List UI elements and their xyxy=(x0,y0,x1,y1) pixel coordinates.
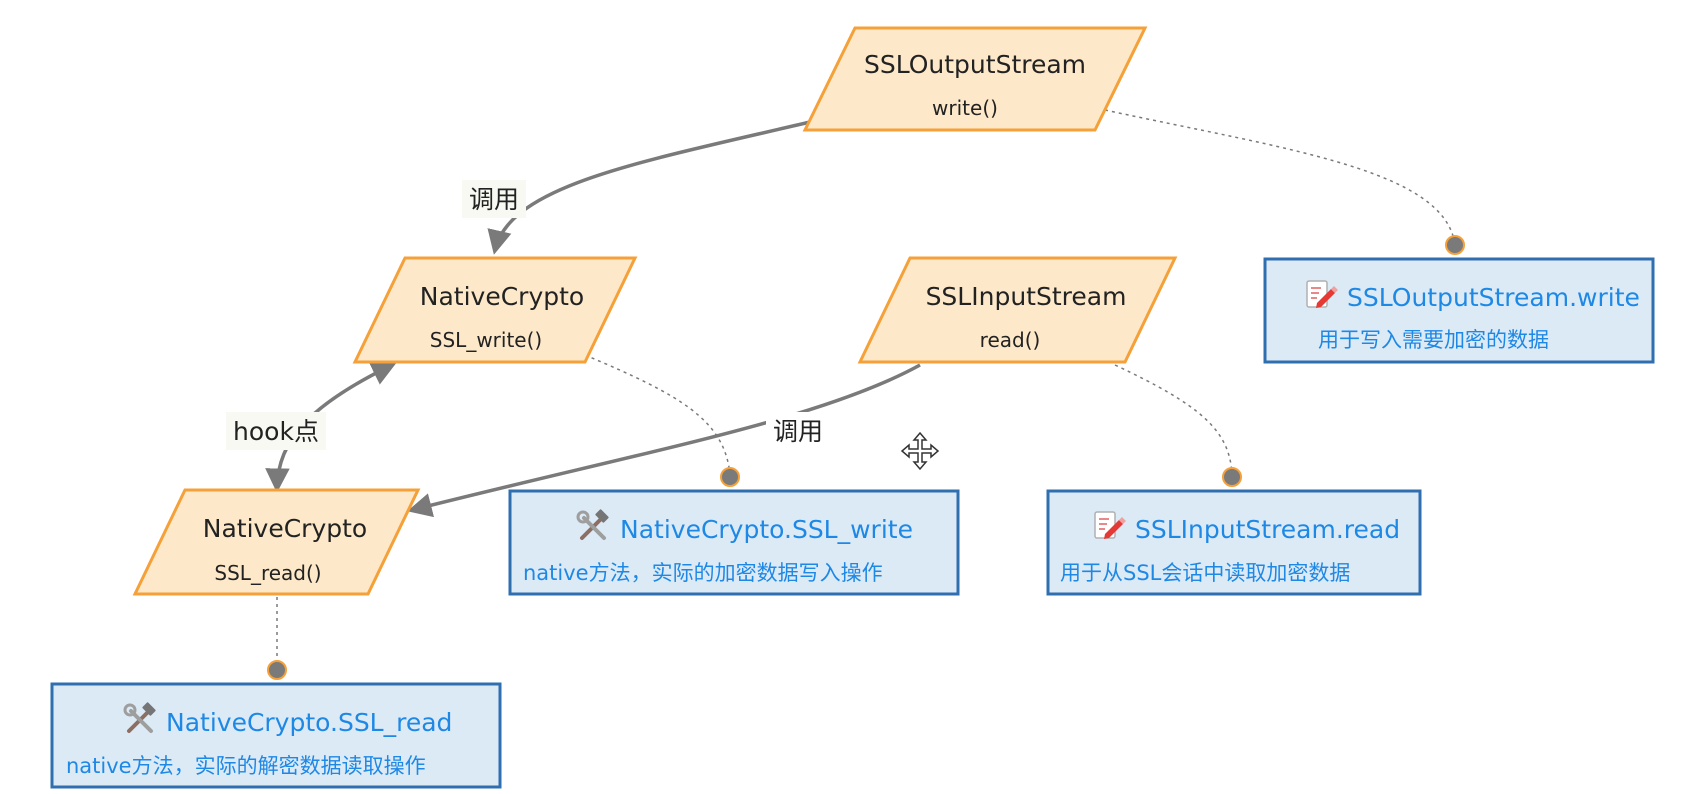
node-title: SSLOutputStream xyxy=(864,50,1086,79)
note-ssl-input-read[interactable]: SSLInputStream.read 用于从SSL会话中读取加密数据 xyxy=(1046,489,1422,596)
connector-dot xyxy=(720,467,740,487)
note-title: SSLInputStream.read xyxy=(1135,515,1400,544)
node-method: SSL_read() xyxy=(214,561,321,585)
connector-dot xyxy=(1222,467,1242,487)
note-native-ssl-read[interactable]: NativeCrypto.SSL_read native方法，实际的解密数据读取… xyxy=(50,682,502,789)
node-native-crypto-read[interactable]: NativeCrypto SSL_read() xyxy=(132,488,421,596)
hammer-wrench-icon xyxy=(123,702,156,733)
node-native-crypto-write[interactable]: NativeCrypto SSL_write() xyxy=(352,256,638,364)
note-desc: 用于从SSL会话中读取加密数据 xyxy=(1060,561,1350,585)
node-method: read() xyxy=(980,328,1041,352)
node-title: SSLInputStream xyxy=(926,282,1127,311)
node-ssl-input-stream[interactable]: SSLInputStream read() xyxy=(857,256,1178,364)
edge-input-to-read xyxy=(407,363,921,518)
move-cursor-icon xyxy=(900,431,940,471)
note-desc: native方法，实际的加密数据写入操作 xyxy=(523,561,883,585)
edge-label-bg xyxy=(226,412,326,450)
note-title: SSLOutputStream.write xyxy=(1347,283,1640,312)
edge-output-to-write xyxy=(487,120,811,255)
note-desc: native方法，实际的解密数据读取操作 xyxy=(66,754,426,778)
edge-label-hook-point: hook点 xyxy=(233,417,319,446)
note-desc: 用于写入需要加密的数据 xyxy=(1318,328,1549,352)
edge-labels: 调用 hook点 调用 xyxy=(226,180,830,450)
edge-label-bg xyxy=(462,180,526,218)
connector-dot xyxy=(1445,235,1465,255)
note-ssl-output-write[interactable]: SSLOutputStream.write 用于写入需要加密的数据 xyxy=(1263,257,1655,364)
edge-label-call-input: 调用 xyxy=(773,417,823,446)
note-native-ssl-write[interactable]: NativeCrypto.SSL_write native方法，实际的加密数据写… xyxy=(508,489,960,596)
node-ssl-output-stream[interactable]: SSLOutputStream write() xyxy=(802,26,1148,132)
memo-pencil-icon xyxy=(1094,511,1126,539)
connector-dot xyxy=(267,660,287,680)
edge-label-call-output: 调用 xyxy=(469,185,519,214)
hammer-wrench-icon xyxy=(576,509,609,540)
connector-native-write-note xyxy=(584,354,731,476)
node-method: write() xyxy=(932,96,998,120)
node-method: SSL_write() xyxy=(430,328,542,352)
note-title: NativeCrypto.SSL_read xyxy=(166,708,452,737)
connector-input-note xyxy=(1114,364,1233,476)
note-title: NativeCrypto.SSL_write xyxy=(620,515,913,544)
connector-output-note xyxy=(1104,109,1456,246)
memo-pencil-icon xyxy=(1306,280,1338,308)
edge-label-bg xyxy=(766,412,830,450)
note-connectors xyxy=(267,109,1465,680)
node-title: NativeCrypto xyxy=(203,514,367,543)
node-title: NativeCrypto xyxy=(420,282,584,311)
